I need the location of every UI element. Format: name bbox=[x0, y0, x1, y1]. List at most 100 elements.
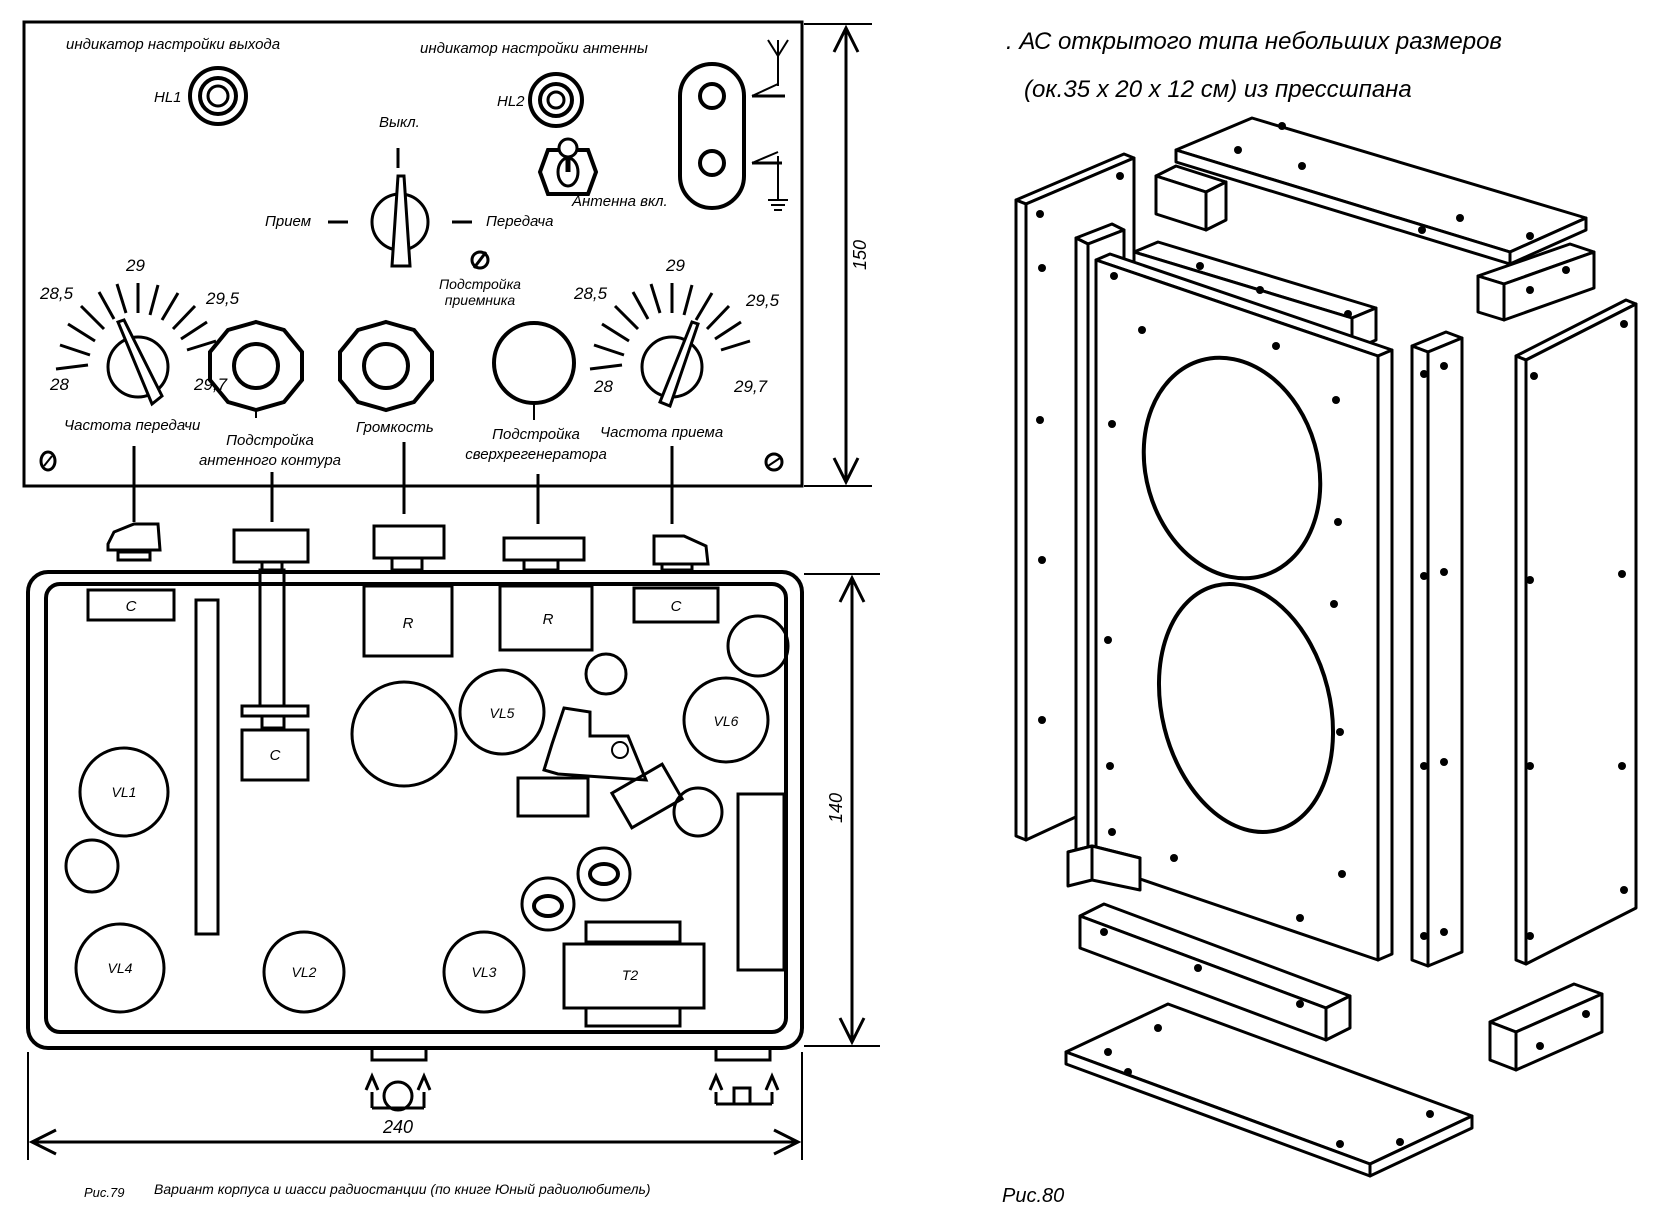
right-post bbox=[1410, 330, 1464, 968]
figure-79-number: Рис.79 bbox=[84, 1185, 124, 1200]
coil-2 bbox=[520, 876, 576, 932]
transformer-t2-label: T2 bbox=[622, 967, 639, 983]
antenna-on-label: Антенна вкл. bbox=[571, 193, 668, 210]
speaker-box-exploded bbox=[1014, 116, 1638, 1178]
chassis-inner bbox=[44, 582, 788, 1034]
tube-vl4-label: VL4 bbox=[108, 960, 133, 976]
antenna-toggle-switch bbox=[537, 137, 599, 196]
switch-off-label: Выкл. bbox=[379, 114, 420, 131]
small-block bbox=[516, 776, 590, 818]
antenna-trim-label-1: Подстройка bbox=[226, 432, 314, 449]
depth-dimension-label: 140 bbox=[826, 793, 846, 823]
ground-symbol bbox=[768, 156, 788, 211]
tube-vl6 bbox=[682, 676, 770, 764]
tx-scale-29-5: 29,5 bbox=[205, 289, 240, 308]
tx-frequency-dial bbox=[55, 283, 217, 407]
height-dimension-label: 150 bbox=[850, 240, 870, 270]
capacitor-right bbox=[632, 586, 720, 624]
switch-rx-label: Прием bbox=[265, 213, 311, 230]
resistor-volume bbox=[362, 584, 454, 658]
rx-dial-knob-side bbox=[652, 534, 710, 566]
chassis: 140 240 C C R R C VL5 VL6 VL1 bbox=[26, 568, 880, 1160]
superregen-trim-label-2: сверхрегенератора bbox=[465, 446, 607, 463]
small-cap-2 bbox=[672, 786, 724, 838]
rx-scale-28: 28 bbox=[593, 377, 613, 396]
rx-frequency-dial bbox=[589, 283, 751, 408]
side-board bbox=[736, 792, 786, 972]
transformer-t2 bbox=[562, 920, 706, 1028]
mode-switch-knob bbox=[370, 174, 430, 268]
receiver-trim-label-1: Подстройка bbox=[439, 276, 521, 292]
hl1-lamp bbox=[188, 66, 248, 126]
tx-scale-29: 29 bbox=[125, 256, 145, 275]
bottom-block-right bbox=[1488, 982, 1604, 1072]
panel-screw-right bbox=[764, 452, 784, 472]
tube-vl1-label: VL1 bbox=[112, 784, 137, 800]
receiver-trim-label-2: приемника bbox=[445, 292, 516, 308]
bottom-block-left bbox=[1066, 844, 1142, 892]
tx-dial-knob-side bbox=[106, 522, 162, 552]
figure-79-caption: Вариант корпуса и шасси радиостанции (по… bbox=[154, 1181, 651, 1197]
rx-frequency-label: Частота приема bbox=[600, 424, 723, 441]
tx-frequency-label: Частота передачи bbox=[64, 417, 201, 434]
resistor-superregen bbox=[498, 584, 594, 652]
tuning-capacitor bbox=[240, 728, 310, 782]
capacitor-left bbox=[86, 588, 176, 622]
tube-vl5-label: VL5 bbox=[490, 705, 515, 721]
tube-vl2-label: VL2 bbox=[292, 964, 317, 980]
tuning-capacitor-label: C bbox=[270, 747, 281, 764]
resistor-volume-label: R bbox=[403, 615, 414, 632]
capacitor-left-label: C bbox=[126, 598, 137, 615]
volume-label: Громкость bbox=[356, 419, 434, 436]
hl1-label: HL1 bbox=[154, 89, 182, 106]
tx-scale-28-5: 28,5 bbox=[39, 284, 74, 303]
woofer-cutout-upper bbox=[1141, 355, 1323, 581]
large-can bbox=[350, 680, 458, 788]
rx-scale-28-5: 28,5 bbox=[573, 284, 608, 303]
top-panel bbox=[1174, 116, 1588, 266]
right-side-panel bbox=[1514, 298, 1638, 966]
rx-scale-29: 29 bbox=[665, 256, 685, 275]
hl1-indicator-label: индикатор настройки выхода bbox=[66, 36, 280, 53]
superregen-trim-label-1: Подстройка bbox=[492, 426, 580, 443]
antenna-symbol bbox=[767, 39, 789, 86]
front-panel: 150 индикатор настройки выхода индикатор… bbox=[22, 20, 872, 488]
volume-knob bbox=[338, 319, 434, 413]
antenna-terminal-block bbox=[678, 62, 785, 210]
antenna-trim-label-2: антенного контура bbox=[199, 452, 341, 469]
small-cap-1 bbox=[584, 652, 628, 696]
tilted-block bbox=[609, 762, 685, 830]
figure-80-caption: Рис.80 bbox=[1002, 1185, 1064, 1207]
resistor-superregen-label: R bbox=[543, 611, 554, 628]
hl2-label: HL2 bbox=[497, 93, 525, 110]
superregen-knob-side bbox=[502, 536, 586, 562]
front-baffle bbox=[1094, 252, 1394, 962]
tube-vl4 bbox=[74, 922, 166, 1014]
antenna-shaft bbox=[258, 568, 286, 708]
small-can-top-right bbox=[726, 614, 790, 678]
switch-tx-label: Передача bbox=[486, 213, 553, 230]
volume-knob-side bbox=[372, 524, 446, 560]
terminal-strip bbox=[194, 598, 220, 936]
antenna-knob-side bbox=[232, 528, 310, 564]
tube-vl3-label: VL3 bbox=[472, 964, 497, 980]
jack-right bbox=[708, 1046, 780, 1106]
chassis-outer bbox=[26, 570, 804, 1050]
tube-vl6-label: VL6 bbox=[714, 713, 739, 729]
tx-scale-28: 28 bbox=[49, 375, 69, 394]
rx-scale-29-5: 29,5 bbox=[745, 291, 780, 310]
top-bar-right bbox=[1476, 242, 1596, 322]
bracket-part bbox=[542, 706, 649, 782]
bottom-panel bbox=[1064, 1002, 1474, 1178]
top-bar-left bbox=[1154, 164, 1228, 232]
jack-left bbox=[364, 1046, 432, 1112]
figure-80-title-2: (ок.35 х 20 х 12 см) из прессшпана bbox=[1024, 76, 1412, 103]
superregen-trim-knob bbox=[492, 321, 576, 405]
antenna-trim-knob bbox=[208, 319, 304, 413]
tube-vl1 bbox=[78, 746, 170, 838]
width-dimension-label: 240 bbox=[382, 1117, 413, 1137]
small-cap-left bbox=[64, 838, 120, 894]
woofer-cutout-lower bbox=[1156, 582, 1336, 834]
coil-1 bbox=[576, 846, 632, 902]
